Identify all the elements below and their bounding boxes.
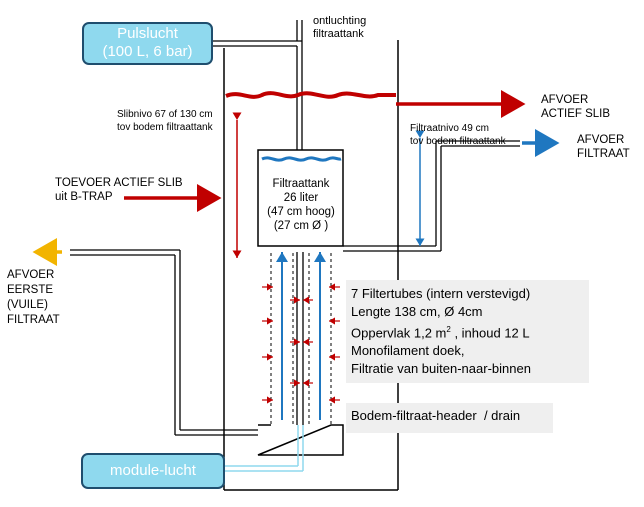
eerste-line4: FILTRAAT: [7, 314, 60, 326]
module-lucht-box: module-lucht: [81, 453, 225, 489]
oppervlak-unit-exponent: 2: [446, 325, 451, 334]
filtraat-level-wave: [261, 156, 342, 162]
filtertubes-line1: 7 Filtertubes (intern verstevigd): [351, 286, 531, 301]
filtraatnivo-line2: tov bodem filtraattank: [410, 136, 506, 147]
filtertubes-line4: Monofilament doek,: [351, 343, 465, 359]
toevoer-label: TOEVOER ACTIEF SLIB uit B-TRAP: [55, 176, 183, 204]
slibnivo-label: Slibnivo 67 of 130 cm tov bodem filtraat…: [117, 108, 213, 134]
sludge-level-line: [225, 91, 396, 99]
filtraattank-label: Filtraattank 26 liter (47 cm hoog) (27 c…: [259, 177, 343, 233]
pulslucht-pipe: [211, 20, 303, 150]
pulslucht-title: Pulslucht: [117, 25, 178, 42]
eerste-line2: EERSTE: [7, 284, 54, 296]
pulslucht-spec: (100 L, 6 bar): [102, 43, 193, 60]
afvoer-slib-line2: ACTIEF SLIB: [541, 108, 611, 120]
afvoer-filtraat-line1: AFVOER: [577, 134, 625, 146]
module-lucht-pipe: [222, 425, 304, 472]
tank-line2: 26 liter: [283, 192, 319, 204]
afvoer-slib-label: AFVOER ACTIEF SLIB: [541, 93, 610, 121]
filtertubes-line2: Lengte 138 cm, Ø 4cm: [351, 304, 483, 319]
filter-tubes: [270, 252, 332, 425]
afvoer-eerste-filtraat-pipe: [70, 249, 258, 436]
tank-line1: Filtraattank: [272, 178, 330, 190]
header-drain-label: Bodem-filtraat-header / drain: [351, 408, 521, 423]
tank-line3: (47 cm hoog): [267, 206, 335, 218]
filtertubes-line3: Oppervlak 1,2 m2 , inhoud 12 L: [351, 321, 589, 342]
ontluchting-label: ontluchting filtraattank: [313, 15, 366, 41]
afvoer-filtraat-line2: FILTRAAT: [577, 148, 630, 160]
afvoer-slib-line1: AFVOER: [541, 94, 589, 106]
toevoer-line2: uit B-TRAP: [55, 191, 113, 203]
bodem-filtraat-header: [257, 424, 344, 456]
filtertubes-line5: Filtratie van buiten-naar-binnen: [351, 361, 531, 377]
pulslucht-box: Pulslucht (100 L, 6 bar): [82, 22, 213, 65]
filtraattank: [257, 149, 344, 247]
afvoer-filtraat-pipe: [343, 140, 520, 252]
inhoud-text: , inhoud 12 L: [450, 325, 530, 341]
slibnivo-line1: Slibnivo 67 of 130 cm: [117, 109, 213, 120]
eerste-line1: AFVOER: [7, 269, 55, 281]
filtraatnivo-line1: Filtraatnivo 49 cm: [410, 123, 489, 134]
header-drain-info-box: Bodem-filtraat-header / drain: [346, 403, 553, 433]
ontluchting-line2: filtraattank: [313, 28, 364, 40]
afvoer-eerste-filtraat-label: AFVOER EERSTE (VUILE) FILTRAAT: [7, 268, 60, 328]
toevoer-line1: TOEVOER ACTIEF SLIB: [55, 177, 183, 189]
module-lucht-label: module-lucht: [110, 462, 196, 479]
eerste-line3: (VUILE): [7, 299, 48, 311]
ontluchting-line1: ontluchting: [313, 15, 367, 27]
filtraatnivo-label: Filtraatnivo 49 cm tov bodem filtraattan…: [410, 122, 506, 148]
slibnivo-line2: tov bodem filtraattank: [117, 122, 213, 133]
afvoer-filtraat-label: AFVOER FILTRAAT: [577, 133, 630, 161]
tank-line4: (27 cm Ø ): [273, 220, 329, 232]
filtration-arrows: [262, 283, 340, 404]
filtertubes-info-box: 7 Filtertubes (intern verstevigd) Lengte…: [346, 280, 589, 383]
oppervlak-text: Oppervlak 1,2 m: [351, 325, 447, 341]
